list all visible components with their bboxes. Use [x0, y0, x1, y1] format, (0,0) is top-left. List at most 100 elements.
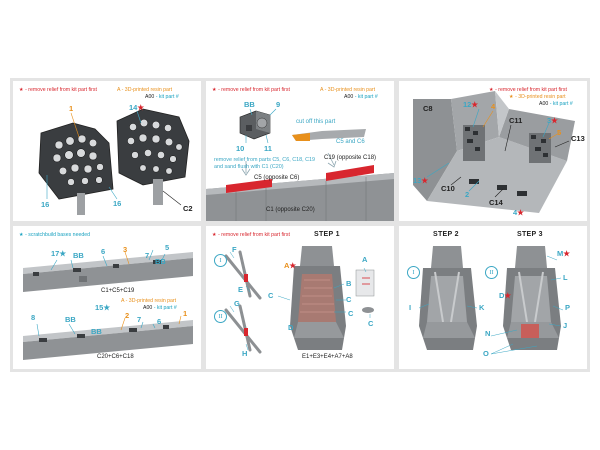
panel-seat-step-1: ★ - remove relief from kit part first ST…	[206, 226, 394, 369]
legend-kit-code: A00	[344, 94, 354, 100]
step-1-title: STEP 1	[314, 231, 340, 238]
legend-row-2: A - 3D-printed resin part	[320, 87, 375, 93]
callout-13: 13★	[413, 177, 428, 185]
callout-14-text: 14	[129, 103, 138, 112]
callout-m: M★	[557, 250, 570, 258]
legend-kit-part: - kit part #	[549, 101, 573, 107]
star-icon: ★	[137, 103, 145, 112]
callout-3: 3★	[547, 117, 558, 125]
star-icon: ★	[19, 232, 24, 238]
legend-row-2: A - 3D-printed resin part	[117, 87, 172, 93]
callout-15: 15★	[95, 304, 110, 312]
callout-bb: BB	[244, 100, 255, 109]
callout-c14: C14	[489, 198, 503, 207]
callout-i: I	[409, 303, 412, 312]
star-icon: ★	[59, 249, 67, 258]
callout-c-2: C	[346, 295, 352, 304]
callout-d-text: D	[499, 291, 505, 300]
instruction-line-2: and sand flush with C1 (C20)	[214, 164, 284, 170]
callout-3: 3	[123, 245, 128, 254]
roman-numeral-1: I	[407, 266, 420, 279]
callout-a-text: A	[284, 261, 290, 270]
panel-cockpit-tub: ★ - remove relief from kit part first ★ …	[399, 81, 587, 221]
star-icon: ★	[212, 232, 217, 238]
callout-c11: C11	[509, 116, 523, 125]
callout-k: K	[479, 303, 485, 312]
panel-instrument-panel: ★ - remove relief from kit part first A …	[13, 81, 201, 221]
star-icon: ★	[19, 87, 24, 93]
panel-seat-steps-2-3: STEP 2 STEP 3 I II M★ L D★ P	[399, 226, 587, 369]
legend-remove-relief: - remove relief from kit part first	[25, 87, 97, 93]
callout-g: G	[234, 299, 240, 308]
legend-resin-prefix: A	[320, 87, 324, 93]
roman-numeral-2: II	[214, 310, 227, 323]
legend-row: ★ - remove relief from kit part first	[212, 87, 290, 93]
legend-row-3: A00 - kit part #	[145, 94, 179, 100]
callout-12: 12★	[463, 101, 478, 109]
legend-row-2: ★ - 3D-printed resin part	[509, 94, 566, 100]
legend-kit-part: - kit part #	[155, 94, 179, 100]
star-icon: ★	[504, 291, 512, 300]
legend-row-2: A - 3D-printed resin part	[121, 298, 176, 304]
step-3-title: STEP 3	[517, 231, 543, 238]
instruction-line-1: remove relief from parts C5, C6, C18, C1…	[214, 157, 315, 163]
legend-row-3: A00 - kit part #	[143, 305, 177, 311]
callout-16-left: 16	[41, 200, 50, 209]
legend-row: ★ - remove relief from kit part first	[19, 87, 97, 93]
callout-9: 9	[276, 100, 281, 109]
callout-1: 1	[183, 309, 188, 318]
combo-label-1: C1+C5+C19	[101, 288, 135, 294]
legend-resin-prefix: A	[117, 87, 121, 93]
callout-c13: C13	[571, 134, 585, 143]
callout-3-text: 3	[547, 116, 552, 125]
callout-16-right: 16	[113, 199, 122, 208]
callout-bb-3: BB	[65, 315, 76, 324]
legend-remove-relief: - remove relief from kit part first	[495, 87, 567, 93]
legend-resin-part: - 3D-printed resin part	[515, 94, 566, 100]
callout-2: 2	[465, 190, 470, 199]
callout-2: 2	[125, 311, 130, 320]
callout-o: O	[483, 349, 489, 358]
panel-console-bases: ★ - scratchbuild bases needed A - 3D-pri…	[13, 226, 201, 369]
instruction-sheet: ★ - remove relief from kit part first A …	[10, 78, 590, 372]
callout-12-text: 12	[463, 100, 472, 109]
star-icon: ★	[489, 87, 494, 93]
callout-l: L	[563, 273, 568, 282]
roman-numeral-2: II	[485, 266, 498, 279]
callout-f: F	[232, 245, 237, 254]
step-1-combo: E1+E3+E4+A7+A8	[302, 354, 353, 360]
callout-c5-c6: C5 and C6	[336, 139, 365, 145]
callout-e: E	[238, 285, 244, 294]
callout-bb-2: BB	[155, 257, 166, 266]
combo-label-2: C20+C6+C18	[97, 354, 134, 360]
star-icon: ★	[471, 100, 479, 109]
callout-c8: C8	[423, 104, 433, 113]
legend-row-3: A00 - kit part #	[344, 94, 378, 100]
legend-row: ★ - scratchbuild bases needed	[19, 232, 90, 238]
legend-kit-code: A00	[143, 305, 153, 311]
callout-a: A★	[284, 262, 296, 270]
callout-d: D★	[499, 292, 511, 300]
panel-side-consoles: ★ - remove relief from kit part first A …	[206, 81, 394, 221]
legend-resin-part: - 3D-printed resin part	[121, 87, 173, 93]
callout-6: 6	[101, 247, 106, 256]
legend-kit-code: A00	[145, 94, 155, 100]
callout-n: N	[485, 329, 491, 338]
callout-j: J	[563, 321, 568, 330]
star-icon: ★	[509, 94, 514, 100]
instrument-panel-drawing	[38, 108, 190, 215]
callout-17-text: 17	[51, 249, 60, 258]
callout-d: D	[288, 323, 294, 332]
callout-p: P	[565, 303, 571, 312]
roman-numeral-1: I	[214, 254, 227, 267]
seat-steps-drawing	[418, 246, 564, 355]
legend-scratchbuild: - scratchbuild bases needed	[25, 232, 90, 238]
callout-c1: C1 (opposite C20)	[266, 207, 315, 213]
star-icon: ★	[289, 261, 297, 270]
star-icon: ★	[103, 303, 111, 312]
legend-row-3: A00 - kit part #	[539, 101, 573, 107]
callout-h: H	[242, 349, 248, 358]
callout-a-2: A	[362, 255, 368, 264]
callout-10: 10	[236, 144, 245, 153]
cut-off-note: cut off this part	[296, 119, 336, 125]
